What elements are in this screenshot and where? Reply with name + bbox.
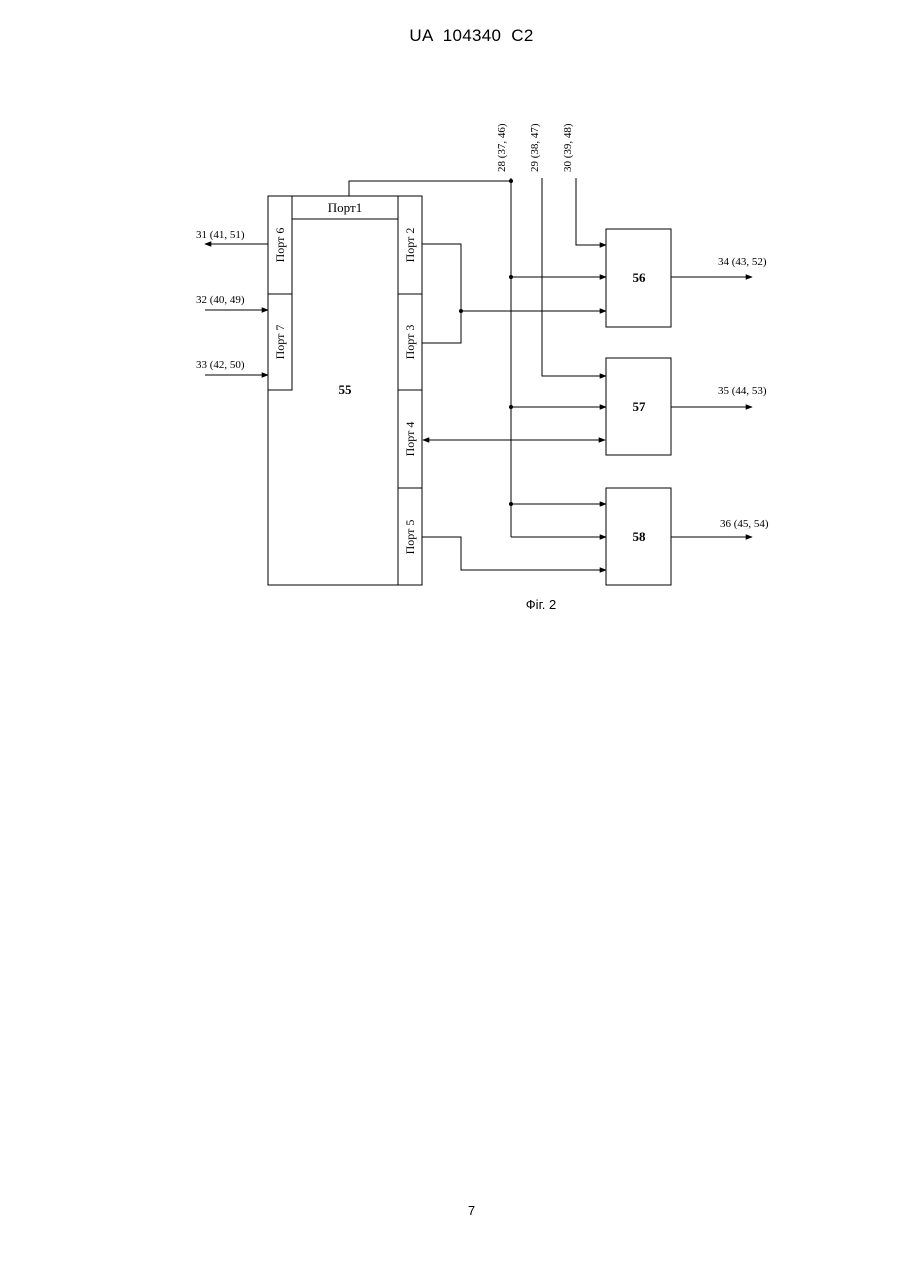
port7-label: Порт 7 <box>273 325 287 360</box>
signal-30-label: 30 (39, 48) <box>562 123 574 172</box>
page-number: 7 <box>0 1203 901 1218</box>
signal-31-label: 31 (41, 51) <box>196 229 245 241</box>
signal-34-label: 34 (43, 52) <box>718 256 767 268</box>
signal-35-label: 35 (44, 53) <box>718 385 767 397</box>
junction-dot <box>509 405 513 409</box>
signal-29-label: 29 (38, 47) <box>529 123 541 172</box>
block-58-label: 58 <box>633 529 647 544</box>
signal-28-label: 28 (37, 46) <box>496 123 508 172</box>
signal-36-label: 36 (45, 54) <box>720 518 769 530</box>
main-block-label: 55 <box>339 382 353 397</box>
figure-caption: Фіг. 2 <box>526 597 556 612</box>
junction-dot <box>459 309 463 313</box>
signal-32-label: 32 (40, 49) <box>196 294 245 306</box>
port5-label: Порт 5 <box>403 520 417 555</box>
port5-wire <box>422 537 606 570</box>
signal-30-wire <box>576 178 606 245</box>
port1-label: Порт1 <box>328 200 362 215</box>
junction-dot <box>509 179 513 183</box>
port6-label: Порт 6 <box>273 228 287 263</box>
bus-28-wire <box>349 181 511 196</box>
block-57-label: 57 <box>633 399 647 414</box>
junction-dot <box>509 502 513 506</box>
port2-label: Порт 2 <box>403 228 417 263</box>
junction-dot <box>509 275 513 279</box>
block-56-label: 56 <box>633 270 647 285</box>
port3-label: Порт 3 <box>403 325 417 360</box>
signal-33-label: 33 (42, 50) <box>196 359 245 371</box>
port4-label: Порт 4 <box>403 422 417 457</box>
port2-wire <box>422 244 461 343</box>
